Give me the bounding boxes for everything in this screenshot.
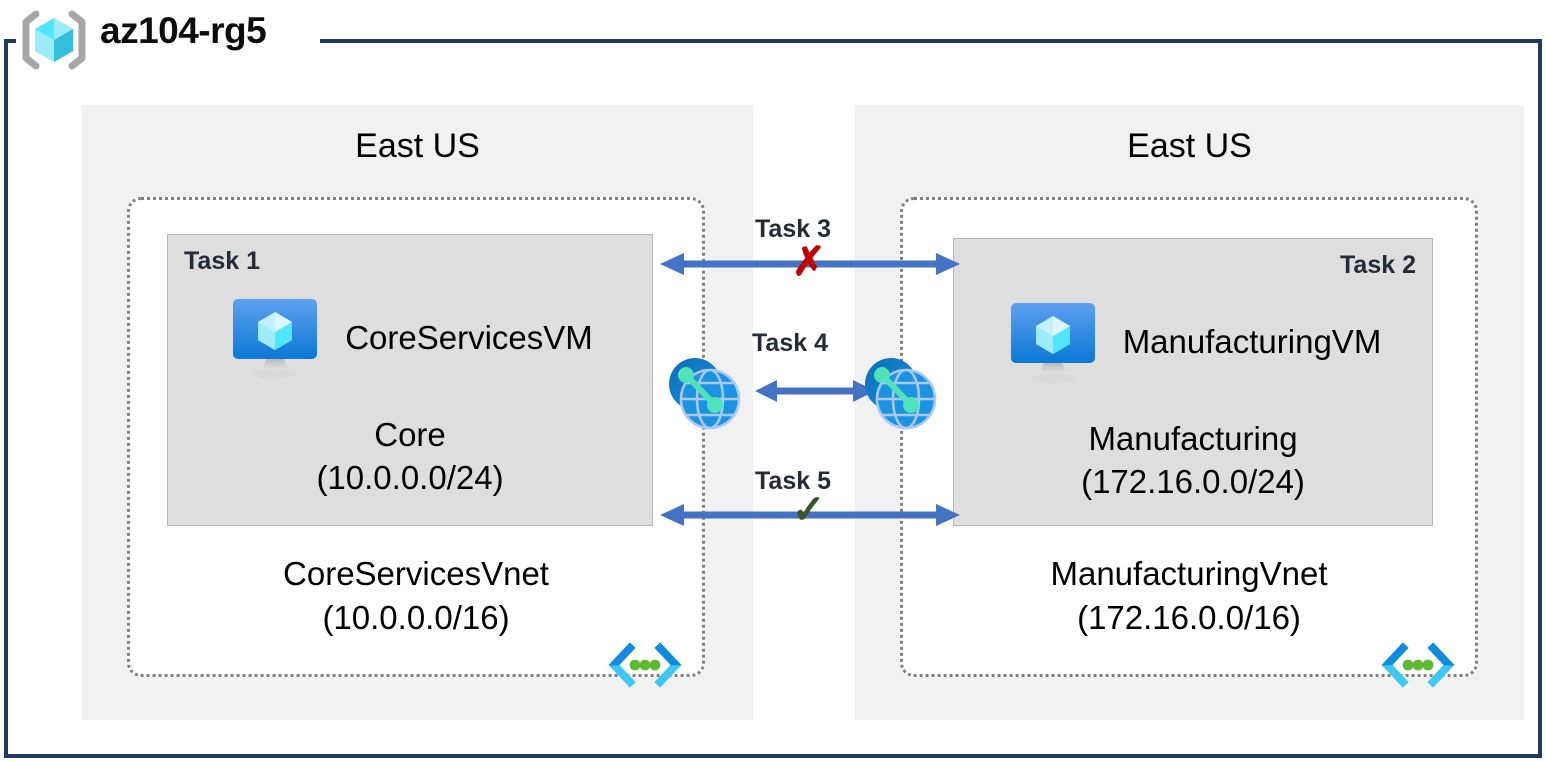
subnet-cidr-right: (172.16.0.0/24): [1081, 463, 1305, 500]
region-label-right: East US: [1127, 127, 1252, 165]
connector-label-task5: Task 5: [755, 467, 831, 495]
connector-arrow-task3: [660, 253, 960, 275]
vnet-icon: [606, 642, 684, 690]
vnet-name-right: ManufacturingVnet: [1050, 555, 1328, 592]
vnet-name-left: CoreServicesVnet: [283, 555, 549, 592]
vnet-cidr-right: (172.16.0.0/16): [1077, 599, 1301, 636]
resource-group-title: az104-rg5: [100, 10, 267, 51]
subnet-box-manufacturing: Task 2: [953, 238, 1433, 526]
resource-group-icon: [18, 8, 90, 72]
connector-arrow-task4: [755, 380, 875, 402]
vnet-cidr-left: (10.0.0.0/16): [322, 599, 510, 636]
virtual-machine-icon: [1005, 299, 1101, 385]
connector-label-task4: Task 4: [752, 329, 828, 357]
connector-label-task3: Task 3: [755, 215, 831, 243]
subnet-box-core: Task 1: [167, 234, 653, 526]
subnet-label-right: Manufacturing (172.16.0.0/24): [954, 417, 1432, 503]
subnet-name-right: Manufacturing: [1088, 420, 1298, 457]
vnet-label-right: ManufacturingVnet (172.16.0.0/16): [903, 552, 1475, 640]
vm-row-left: CoreServicesVM: [168, 295, 652, 381]
subnet-name-left: Core: [374, 416, 446, 453]
vnet-peering-icon: [858, 351, 942, 435]
connector-arrow-task5: [660, 504, 960, 526]
region-label-left: East US: [355, 127, 480, 165]
vm-name-right: ManufacturingVM: [1122, 323, 1382, 360]
vm-name-left: CoreServicesVM: [345, 319, 593, 356]
subnet-cidr-left: (10.0.0.0/24): [316, 459, 504, 496]
vnet-icon: [1379, 642, 1457, 690]
resource-group-frame: [4, 41, 1542, 758]
task-label-2: Task 2: [1340, 251, 1416, 279]
vm-row-right: ManufacturingVM: [954, 299, 1432, 385]
frame-top-right-segment: [320, 39, 1542, 43]
subnet-label-left: Core (10.0.0.0/24): [168, 413, 652, 499]
vnet-peering-icon: [662, 351, 746, 435]
check-mark-icon: ✓: [792, 488, 826, 532]
vnet-label-left: CoreServicesVnet (10.0.0.0/16): [130, 552, 702, 640]
virtual-machine-icon: [227, 295, 323, 381]
x-mark-icon: ✗: [792, 240, 826, 284]
frame-top-left-segment: [4, 39, 16, 43]
connector-area: Task 3 ✗ Task 4: [660, 205, 970, 545]
task-label-1: Task 1: [184, 247, 260, 275]
